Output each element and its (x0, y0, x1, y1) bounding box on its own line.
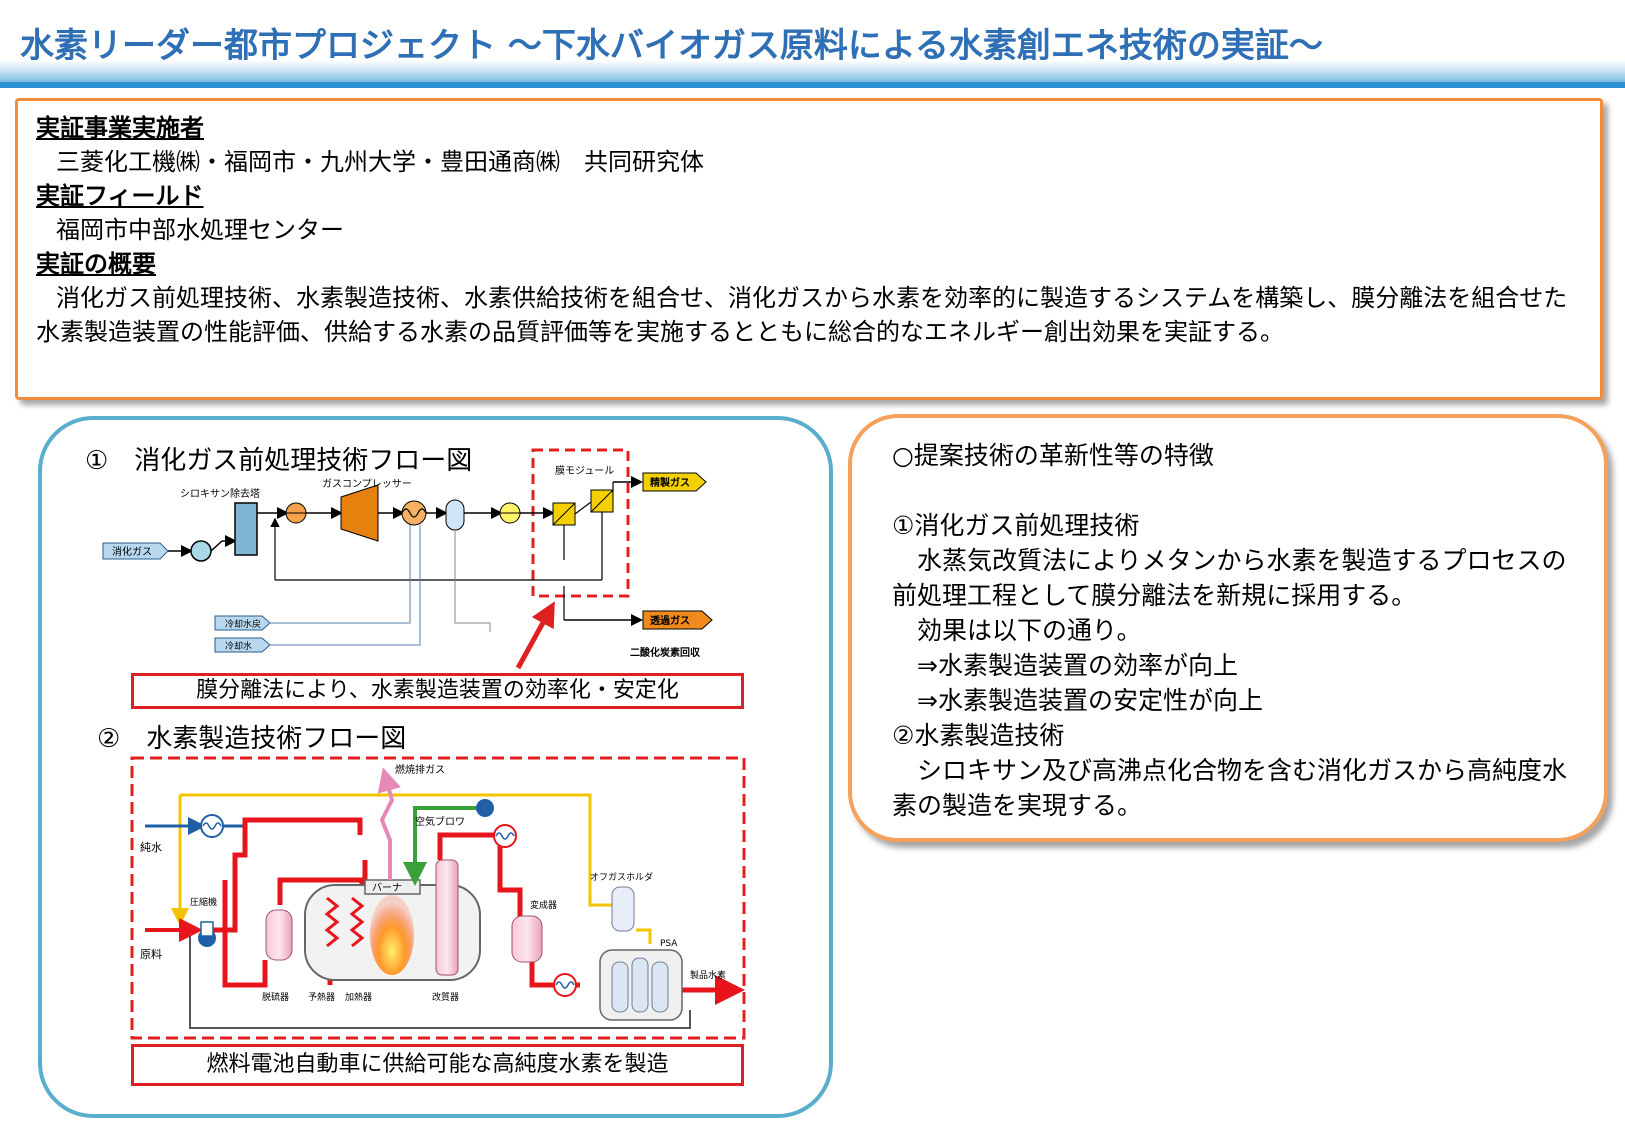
overview-heading: 実証の概要 (36, 250, 156, 278)
tech2-text: シロキサン及び高沸点化合物を含む消化ガスから高純度水素の製造を実現する。 (892, 756, 1568, 820)
tech1-text: 水蒸気改質法によりメタンから水素を製造するプロセスの前処理工程として膜分離法を新… (892, 546, 1567, 610)
field-heading: 実証フィールド (36, 182, 204, 210)
project-summary-box: 実証事業実施者 三菱化工機㈱・福岡市・九州大学・豊田通商㈱ 共同研究体 実証フィ… (15, 98, 1603, 400)
tech1-bullet-stability: ⇒水素製造装置の安定性が向上 (892, 686, 1263, 715)
tech1-bullet-efficiency: ⇒水素製造装置の効率が向上 (892, 651, 1238, 680)
overview-text: 消化ガス前処理技術、水素製造技術、水素供給技術を組合せ、消化ガスから水素を効率的… (36, 284, 1568, 346)
flow-diagrams-panel (38, 416, 833, 1118)
implementer-value: 三菱化工機㈱・福岡市・九州大学・豊田通商㈱ 共同研究体 (56, 148, 704, 176)
flow1-caption: 膜分離法により、水素製造装置の効率化・安定化 (131, 673, 744, 709)
features-heading: ○提案技術の革新性等の特徴 (892, 441, 1214, 470)
field-value: 福岡市中部水処理センター (56, 216, 344, 244)
implementer-heading: 実証事業実施者 (36, 114, 204, 142)
flow1-title: ① 消化ガス前処理技術フロー図 (85, 446, 473, 476)
tech1-effect: 効果は以下の通り。 (892, 616, 1142, 645)
features-panel: ○提案技術の革新性等の特徴 ①消化ガス前処理技術 水蒸気改質法によりメタンから水… (848, 414, 1608, 842)
flow2-title: ② 水素製造技術フロー図 (97, 724, 407, 754)
page-title: 水素リーダー都市プロジェクト ～下水バイオガス原料による水素創エネ技術の実証～ (20, 26, 1323, 66)
flow2-caption: 燃料電池自動車に供給可能な高純度水素を製造 (131, 1044, 744, 1086)
tech2-heading: ②水素製造技術 (892, 721, 1065, 750)
tech1-heading: ①消化ガス前処理技術 (892, 511, 1140, 540)
title-underline-bar (0, 60, 1625, 88)
